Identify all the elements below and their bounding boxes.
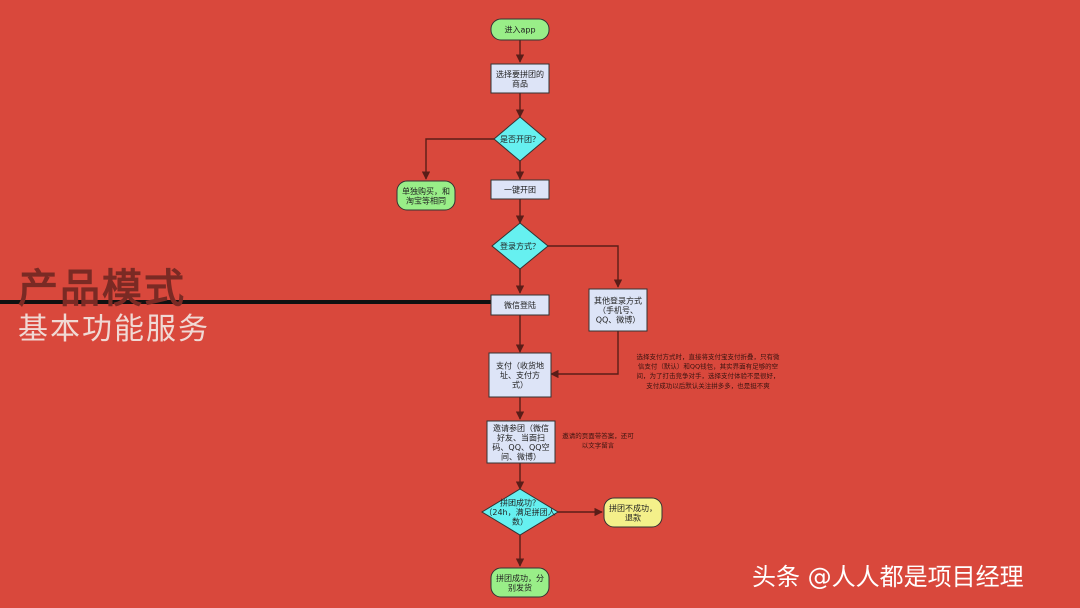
node-label-pay: 式） (512, 380, 528, 390)
node-label-pay: 支付（收货地 (496, 361, 544, 371)
node-label-enter-app: 进入app (504, 26, 535, 35)
process-node-one-click (490, 179, 550, 200)
node-label-buy-alone: 淘宝等相同 (406, 195, 446, 205)
decision-node-is-group (493, 116, 547, 162)
node-label-one-click: 一键开团 (504, 185, 536, 195)
node-label-group-done: 拼团成功，分 (496, 573, 544, 583)
annotation-payment-note: 间，为了打击竞争对手，选择支付体验不是很好， (637, 371, 780, 380)
start-node-enter-app (490, 18, 550, 41)
edge-login-to-other (546, 245, 623, 288)
page-title: 产品模式 (18, 266, 186, 312)
page-subtitle: 基本功能服务 (18, 312, 210, 347)
node-label-invite: 好友、当面扫 (497, 432, 545, 442)
node-label-pay: 址、支付方 (500, 370, 540, 380)
node-label-invite: 间、微博） (501, 451, 541, 461)
node-label-invite: 码、QQ、QQ空 (492, 442, 549, 452)
end-node-group-fail (603, 497, 663, 528)
node-label-group-fail: 退款 (625, 512, 641, 522)
node-label-group-done: 别发货 (508, 582, 532, 592)
node-label-other-login: 其他登录方式 (594, 296, 642, 306)
process-node-other-login (588, 288, 648, 332)
node-label-other-login: QQ、微博） (596, 315, 641, 325)
decision-node-login-method (491, 222, 549, 270)
node-label-group-success: （24h，满足拼团人 (484, 507, 555, 517)
node-label-group-fail: 拼团不成功， (609, 503, 657, 513)
node-label-group-success: 数） (512, 517, 528, 527)
annotation-payment-note: 信支付（默认）和QQ钱包，其实界面有足够的空 (638, 362, 779, 371)
node-label-login-method: 登录方式？ (500, 241, 540, 251)
watermark: 头条 @人人都是项目经理 (752, 563, 1024, 591)
end-node-group-done (490, 567, 550, 598)
node-label-choose-product: 商品 (512, 78, 528, 88)
process-node-pay (488, 352, 552, 398)
process-node-wechat-login (490, 294, 550, 316)
node-label-other-login: （手机号、 (598, 305, 638, 315)
annotation-invite-note: 邀请的页面带答案，还可 (562, 431, 634, 440)
end-node-buy-alone (396, 180, 456, 211)
annotation-payment-note: 支付成功以后默认关注拼多多，也是挺不爽 (646, 381, 770, 390)
edge-other-to-pay (550, 331, 619, 379)
process-node-choose-product (490, 63, 550, 94)
process-node-invite (486, 420, 556, 464)
node-label-choose-product: 选择要拼团的 (496, 69, 544, 79)
node-label-buy-alone: 单独购买，和 (402, 186, 450, 196)
title-underline (0, 300, 495, 304)
node-label-is-group: 是否开团？ (500, 135, 540, 144)
node-label-group-success: 拼团成功？ (500, 498, 540, 508)
edge-isgroup-to-buyalone (421, 138, 494, 180)
annotation-payment-note: 选择支付方式时，直接将支付宝支付折叠，只有微 (637, 352, 781, 361)
decision-node-group-success (481, 488, 559, 536)
annotation-invite-note: 以文字留言 (582, 441, 615, 450)
node-label-wechat-login: 微信登陆 (504, 300, 536, 310)
node-label-invite: 邀请参团（微信 (493, 423, 549, 433)
